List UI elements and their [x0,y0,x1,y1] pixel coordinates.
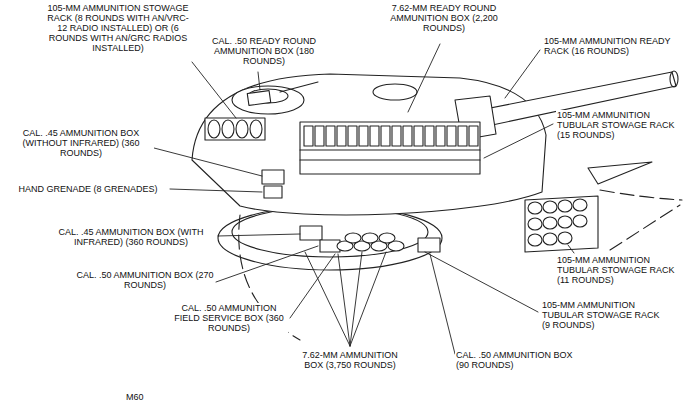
callout-label: 105-MM AMMUNITION READY RACK (16 ROUNDS) [543,36,683,56]
hull-rounds [525,196,598,252]
callout-label: 7.62-MM READY ROUND AMMUNITION BOX (2,20… [385,3,503,33]
ready-rack [300,122,480,174]
callout-label: CAL. .45 AMMUNITION BOX (WITH INFRARED) … [45,227,217,247]
ammo-boxes [247,91,440,252]
callout-label: CAL. .50 AMMUNITION FIELD SERVICE BOX (3… [170,303,288,333]
callout-label: CAL. .50 AMMUNITION BOX (270 ROUNDS) [75,270,215,290]
loader-hatch [373,84,417,100]
callout-label: HAND GRENADE (8 GRENADES) [8,184,168,194]
callout-label: 105-MM AMMUNITION STOWAGE RACK (8 ROUNDS… [43,3,193,53]
muzzle [670,71,678,87]
floor-rounds [337,233,404,251]
figure-caption: M60 [125,392,165,402]
turret-body [192,74,546,215]
leader-lines [154,44,574,354]
cupola-gun [280,82,318,92]
callout-label: 105-MM AMMUNITION TUBULAR STOWAGE RACK (… [541,300,669,330]
cupola [232,86,304,114]
callout-label: 105-MM AMMUNITION TUBULAR STOWAGE RACK (… [556,255,682,285]
callout-label: CAL. .45 AMMUNITION BOX (WITHOUT INFRARE… [8,128,154,158]
gun-shield [588,162,652,184]
callout-label: 105-MM AMMUNITION TUBULAR STOWAGE RACK (… [556,110,682,140]
callout-label: 7.62-MM AMMUNITION BOX (3,750 ROUNDS) [300,350,400,370]
callout-label: CAL. .50 AMMUNITION BOX (90 ROUNDS) [455,350,575,370]
rear-stowage-rack [205,118,265,140]
callout-label: CAL. .50 READY ROUND AMMUNITION BOX (180… [205,36,323,66]
